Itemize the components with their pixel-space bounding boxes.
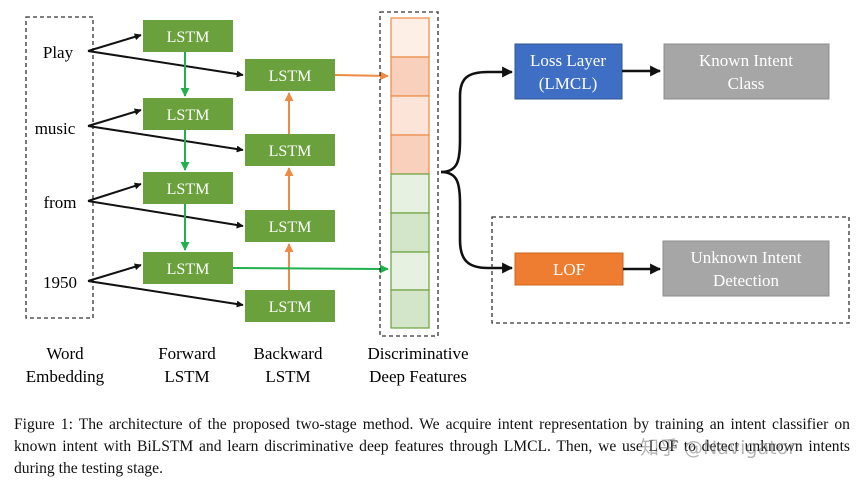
backward-lstm-label: LSTM: [269, 68, 312, 85]
forward-lstm-label: LSTM: [167, 107, 210, 124]
forward-lstm-label: LSTM: [167, 181, 210, 198]
backward-lstm-box: [245, 290, 335, 322]
unknown-intent-sublabel: Detection: [713, 271, 780, 290]
feature-cell-green: [390, 173, 430, 214]
backward-lstm-column-label: LSTM: [265, 367, 310, 386]
backward-lstm-column-label: Backward: [254, 344, 323, 363]
deep-features-label: Discriminative: [367, 344, 468, 363]
backward-lstm-column: LSTM LSTM LSTM LSTM: [245, 59, 335, 322]
known-intent-label: Known Intent: [699, 51, 793, 70]
word-1950: 1950: [43, 273, 77, 292]
feature-cell-orange: [390, 134, 430, 175]
backward-lstm-label: LSTM: [269, 143, 312, 160]
lof-box: [514, 252, 624, 286]
forward-lstm-box: [143, 252, 233, 284]
word-to-backward-arrows: [87, 50, 244, 308]
word-embedding-label: Embedding: [26, 367, 105, 386]
architecture-diagram: Play music from 1950 LSTM LSTM LSTM LSTM: [25, 11, 850, 386]
forward-lstm-box: [143, 20, 233, 52]
backward-lstm-box: [245, 210, 335, 242]
figure-caption: Figure 1: The architecture of the propos…: [14, 414, 850, 480]
deep-features-container: [379, 11, 439, 337]
word-embedding-label: Word: [46, 344, 84, 363]
word-from: from: [43, 193, 76, 212]
feature-cell-green: [390, 289, 430, 329]
feature-cell-green: [390, 212, 430, 253]
forward-lstm-column-label: Forward: [158, 344, 216, 363]
forward-lstm-label: LSTM: [167, 29, 210, 46]
word-play: Play: [43, 43, 74, 62]
feature-cell-orange: [390, 95, 430, 136]
forward-lstm-label: LSTM: [167, 261, 210, 278]
known-intent-sublabel: Class: [728, 74, 765, 93]
caption-text: The architecture of the proposed two-sta…: [14, 416, 850, 477]
deep-feature-vector: [390, 17, 430, 329]
unknown-detection-container: [491, 216, 850, 324]
unknown-intent-box: [662, 240, 830, 297]
to-lof-arrow: [440, 170, 514, 274]
forward-lstm-box: [143, 172, 233, 204]
backward-lstm-box: [245, 59, 335, 91]
word-to-forward-arrows: [87, 33, 142, 282]
known-intent-box: [663, 43, 830, 100]
forward-lstm-column: LSTM LSTM LSTM LSTM: [143, 20, 233, 284]
backward-lstm-label: LSTM: [269, 299, 312, 316]
watermark: 知乎 @Navigator: [640, 437, 797, 459]
loss-layer-label: Loss Layer: [530, 51, 606, 70]
word-music: music: [35, 119, 76, 138]
word-embedding-container: [25, 16, 94, 319]
column-labels: Word Embedding Forward LSTM Backward LST…: [26, 344, 469, 386]
to-loss-layer-arrow: [440, 66, 514, 174]
feature-cell-orange: [390, 17, 430, 58]
lof-label: LOF: [553, 260, 585, 279]
backward-output-arrow: [334, 71, 389, 81]
caption-label: Figure 1:: [14, 416, 73, 433]
backward-lstm-label: LSTM: [269, 219, 312, 236]
forward-lstm-box: [143, 98, 233, 130]
forward-lstm-column-label: LSTM: [164, 367, 209, 386]
loss-layer-sublabel: (LMCL): [539, 74, 598, 93]
backward-lstm-box: [245, 134, 335, 166]
forward-output-arrow: [232, 264, 389, 274]
feature-cell-green: [390, 251, 430, 291]
unknown-intent-label: Unknown Intent: [691, 248, 802, 267]
deep-features-label: Deep Features: [369, 367, 467, 386]
feature-cell-orange: [390, 56, 430, 97]
